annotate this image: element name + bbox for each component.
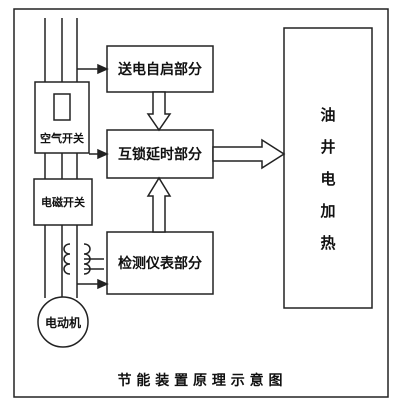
heater-char: 加 [319,202,335,220]
motor-label: 电动机 [45,315,81,330]
air-switch-label: 空气开关 [40,131,84,145]
motor: 电动机 [37,296,89,348]
heater-char: 井 [320,138,335,156]
interlock-delay-label: 互锁延时部分 [118,146,202,163]
air-switch-handle [53,93,71,121]
power-lines [44,18,78,298]
air-switch: 空气开关 [34,81,90,154]
supply-arrows [77,63,109,290]
heater-char: 油 [320,106,335,124]
heater-char: 热 [320,234,335,252]
heater-char: 电 [320,170,335,188]
arrow-down-icon [146,91,172,132]
arrow-right-icon [212,138,286,170]
magnetic-switch: 电磁开关 [33,178,93,226]
interlock-delay-block: 互锁延时部分 [106,129,214,179]
diagram-caption: 节 能 装 置 原 理 示 意 图 [118,372,283,389]
magnetic-switch-label: 电磁开关 [41,195,85,209]
detection-instrument-label: 检测仪表部分 [118,255,202,272]
arrow-up-icon [146,176,172,233]
detection-instrument-block: 检测仪表部分 [106,231,214,295]
power-on-restart-label: 送电自启部分 [117,61,202,78]
outer-frame [13,8,389,398]
coil-icon [63,243,104,275]
power-on-restart-block: 送电自启部分 [106,45,214,93]
oil-well-heater-block: 油 井 电 加 热 [283,27,373,309]
